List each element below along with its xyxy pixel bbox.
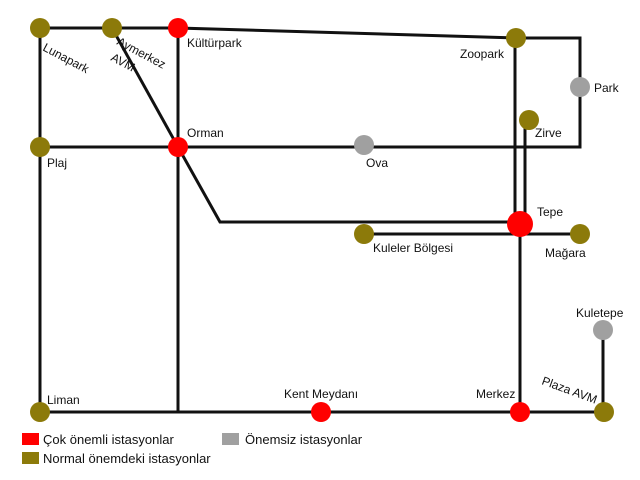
label-park: Park (594, 81, 620, 95)
station-aymerkez-avm[interactable] (102, 18, 122, 38)
legend-label-normal: Normal önemdeki istasyonlar (43, 451, 211, 466)
line-aymerkez-diagonal (109, 25, 181, 150)
label-kuleler: Kuleler Bölgesi (373, 241, 453, 255)
label-zirve: Zirve (535, 126, 562, 140)
line-orman-tepe (175, 144, 522, 224)
label-zoopark: Zoopark (460, 47, 505, 61)
station-magara[interactable] (570, 224, 590, 244)
station-lunapark[interactable] (30, 18, 50, 38)
station-kulturpark[interactable] (168, 18, 188, 38)
station-kuleler[interactable] (354, 224, 374, 244)
station-ova[interactable] (354, 135, 374, 155)
label-ova: Ova (366, 156, 388, 170)
label-kent-meydani: Kent Meydanı (284, 387, 358, 401)
station-zirve[interactable] (519, 110, 539, 130)
station-tepe[interactable] (507, 211, 533, 237)
label-lunapark: Lunapark (41, 40, 93, 76)
label-orman: Orman (187, 126, 224, 140)
legend-swatch-unimportant (222, 433, 239, 445)
label-magara: Mağara (545, 246, 586, 260)
station-plaj[interactable] (30, 137, 50, 157)
label-kuletepe: Kuletepe (576, 306, 624, 320)
legend: Çok önemli istasyonlar Önemsiz istasyonl… (22, 432, 363, 466)
transit-lines (38, 25, 606, 414)
label-liman: Liman (47, 393, 80, 407)
station-zoopark[interactable] (506, 28, 526, 48)
legend-label-very-important: Çok önemli istasyonlar (43, 432, 174, 447)
label-tepe: Tepe (537, 205, 563, 219)
station-orman[interactable] (168, 137, 188, 157)
label-kulturpark: Kültürpark (187, 36, 243, 50)
legend-label-unimportant: Önemsiz istasyonlar (245, 432, 363, 447)
station-park[interactable] (570, 77, 590, 97)
label-plaza-avm: Plaza AVM (540, 374, 599, 407)
label-plaj: Plaj (47, 156, 67, 170)
label-merkez: Merkez (476, 387, 515, 401)
station-liman[interactable] (30, 402, 50, 422)
legend-swatch-normal (22, 452, 39, 464)
station-merkez[interactable] (510, 402, 530, 422)
station-plaza-avm[interactable] (594, 402, 614, 422)
line-kulturpark-zoopark (176, 26, 518, 40)
station-kent-meydani[interactable] (311, 402, 331, 422)
station-kuletepe[interactable] (593, 320, 613, 340)
legend-swatch-very-important (22, 433, 39, 445)
stations (30, 18, 614, 422)
